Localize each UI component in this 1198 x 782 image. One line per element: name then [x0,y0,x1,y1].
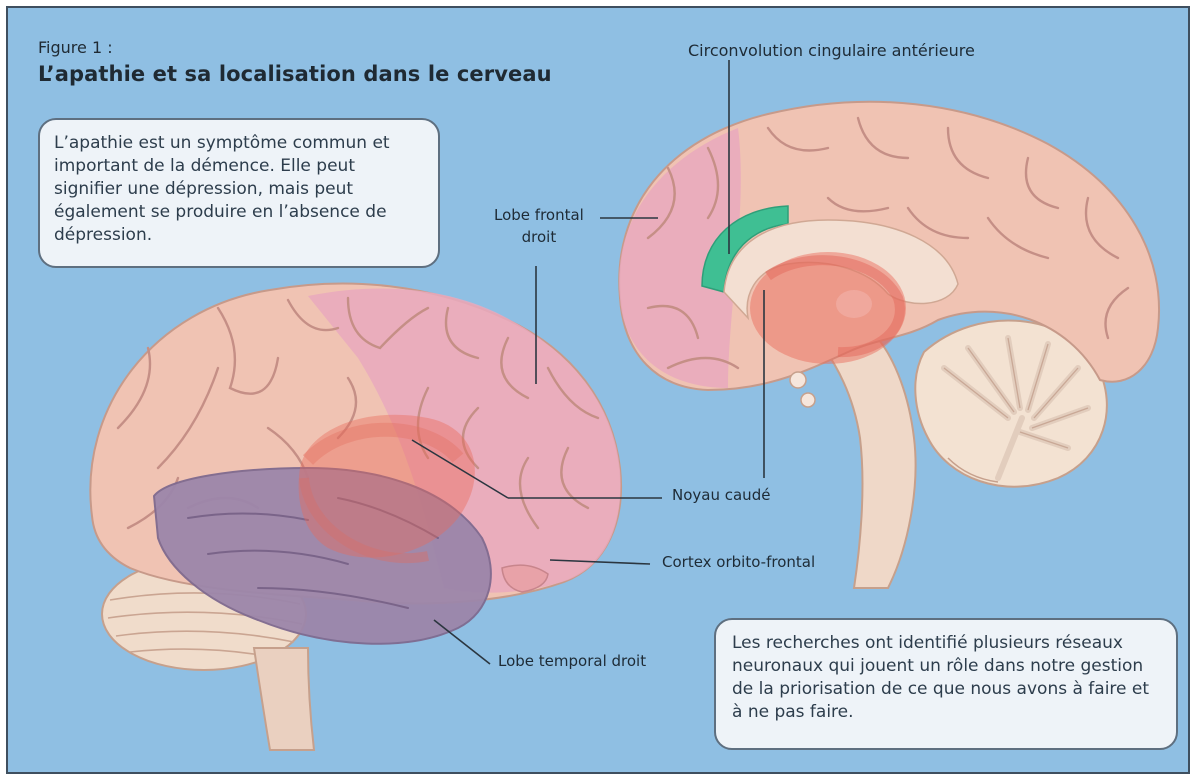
caudate-nucleus-medial [750,252,906,364]
figure-label: Figure 1 : [38,38,113,57]
label-right-frontal-lobe: Lobe frontal droit [494,204,584,248]
label-caudate-nucleus: Noyau caudé [672,486,770,504]
callout-research: Les recherches ont identifié plusieurs r… [714,618,1178,750]
label-frontal-line1: Lobe frontal [494,204,584,226]
label-orbitofrontal-cortex: Cortex orbito-frontal [662,553,815,571]
medial-brain [619,102,1159,588]
callout-apathy: L’apathie est un symptôme commun et impo… [38,118,440,268]
label-anterior-cingulate: Circonvolution cingulaire antérieure [688,41,975,60]
lateral-brain [90,283,621,750]
figure-frame: Figure 1 : L’apathie et sa localisation … [6,6,1190,774]
figure-title: L’apathie et sa localisation dans le cer… [38,62,552,86]
label-right-temporal-lobe: Lobe temporal droit [498,652,646,670]
brainstem-lateral [254,648,314,750]
brainstem-medial [824,324,916,588]
label-frontal-line2: droit [494,226,584,248]
